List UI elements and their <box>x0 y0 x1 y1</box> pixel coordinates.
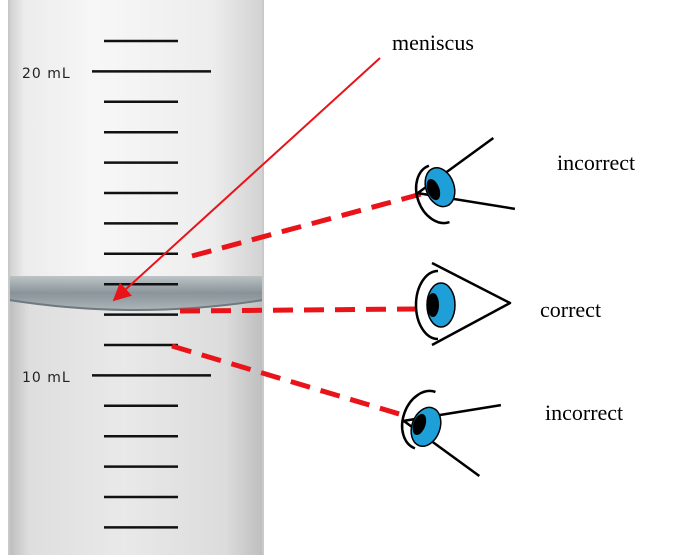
meniscus-surface <box>9 276 263 310</box>
meniscus-curve <box>8 299 264 311</box>
incorrect-label-top: incorrect <box>557 150 635 175</box>
eye-looking-down-icon <box>414 136 516 225</box>
sight-line-low <box>171 343 407 419</box>
graduated-cylinder: 20 mL 10 mL <box>8 0 264 555</box>
liquid-column <box>9 296 263 555</box>
sight-line-level <box>179 306 419 314</box>
eye-looking-up-icon <box>400 389 502 478</box>
scale-label-10ml: 10 mL <box>22 370 71 386</box>
sight-line-high <box>191 190 426 259</box>
graduation-ticks <box>92 39 211 529</box>
eye-level-icon <box>414 261 512 347</box>
correct-label: correct <box>540 297 601 322</box>
scale-label-20ml: 20 mL <box>22 66 71 82</box>
meniscus-pointer-arrow <box>112 57 381 302</box>
sight-lines <box>171 190 426 419</box>
incorrect-label-bottom: incorrect <box>545 400 623 425</box>
meniscus-label: meniscus <box>392 30 474 55</box>
